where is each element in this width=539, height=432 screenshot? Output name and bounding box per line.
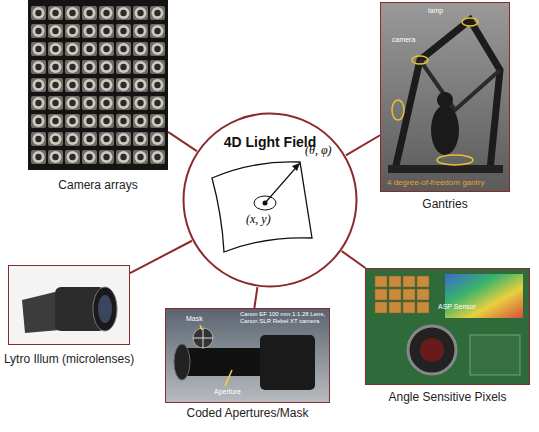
mask-pattern — [193, 328, 213, 348]
gantries-box: Gantries — [380, 2, 510, 192]
connector-stroke — [168, 132, 197, 151]
ray-direction — [265, 163, 300, 203]
lens-glass — [98, 295, 112, 323]
camera-array-photo — [28, 0, 168, 170]
rotation-axis — [437, 155, 473, 165]
lens-mount — [408, 326, 456, 374]
photo-annotation: Canon EF 100 mm 1:1.28 Lens, Canon SLR R… — [240, 311, 326, 325]
lytro-camera-photo — [8, 265, 130, 345]
light-field-surface — [212, 162, 312, 252]
gantry-arm — [420, 60, 500, 110]
lens-front — [174, 344, 190, 380]
photo-annotation: Mask — [186, 315, 203, 323]
asp-board-photo — [365, 268, 530, 385]
connector-stroke — [346, 135, 380, 155]
connector-line — [130, 241, 192, 273]
connector-line — [168, 132, 197, 151]
rotation-axis — [392, 100, 404, 120]
connector-stroke — [254, 287, 257, 308]
connector-stroke — [342, 251, 366, 268]
coordinate-label: (x, y) — [246, 213, 271, 227]
camera-body — [22, 292, 60, 333]
person-silhouette — [431, 105, 459, 155]
photo-annotation: 4 degree-of-freedom gantry — [387, 178, 484, 187]
connector-line — [254, 287, 257, 308]
photo-annotation: ASP Sensor — [438, 303, 476, 311]
photo-annotation: lamp — [428, 7, 443, 15]
photo-background — [165, 308, 330, 403]
connector-stroke — [130, 241, 192, 273]
rotation-axis — [462, 18, 478, 26]
gantry-base — [388, 165, 503, 173]
coded-aperture-photo — [165, 308, 330, 403]
connector-line — [346, 135, 380, 155]
board-component — [470, 335, 520, 375]
gantry-photo — [380, 2, 510, 192]
light-field-circle: 4D Light Field — [182, 112, 358, 288]
image-caption: Coded Apertures/Mask — [186, 406, 308, 420]
rotation-axis — [412, 56, 428, 64]
ray-arrowhead — [292, 163, 300, 171]
photo-background — [8, 265, 130, 345]
camera-grid — [30, 4, 166, 166]
circle-title: 4D Light Field — [182, 134, 358, 150]
circuit-board — [365, 268, 530, 385]
connector-line — [342, 251, 366, 268]
sensor-die — [445, 274, 523, 318]
surface-patch — [212, 162, 312, 252]
image-caption: Angle Sensitive Pixels — [388, 390, 506, 404]
image-caption: Camera arrays — [58, 178, 137, 192]
image-caption: Lytro Illum (microlenses) — [4, 352, 134, 366]
photo-annotation: Aperture — [214, 388, 241, 396]
person-head — [437, 92, 453, 108]
photo-background — [380, 2, 510, 192]
camera-arrays-box: Camera arrays — [28, 0, 168, 170]
photo-annotation: camera — [392, 36, 415, 44]
image-caption: Gantries — [422, 197, 467, 211]
pointer-line — [200, 325, 202, 330]
asp-box: Angle Sensitive Pixels — [365, 268, 530, 385]
lytro-box: Lytro Illum (microlenses) — [8, 265, 130, 345]
camera-body — [260, 335, 315, 390]
lens-glass — [420, 338, 444, 362]
asp-chip-grid — [375, 276, 429, 313]
coordinate-label: (θ, φ) — [305, 144, 332, 158]
pointer-line — [225, 370, 232, 386]
camera-lens — [93, 287, 117, 331]
photo-background — [28, 0, 168, 170]
mask-disc — [193, 328, 213, 348]
